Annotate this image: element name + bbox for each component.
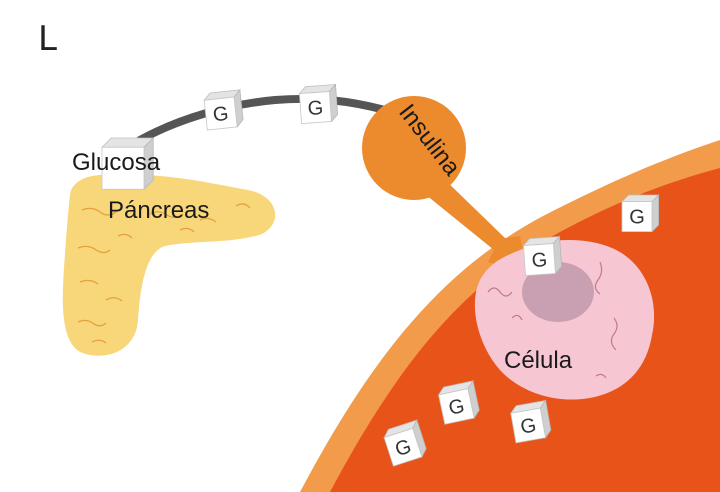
glucose-cube-pancreas [101,137,155,191]
cell-nucleus [522,262,594,322]
glucose-cube-cell-letter: G [531,249,548,272]
corner-mark: L [38,19,57,59]
glucose-cube-vessel-2-letter: G [447,395,467,420]
cell-organelles [487,261,618,379]
glucose-cube-vessel-4-letter: G [393,435,415,461]
glucose-cube-vessel-1: G [621,194,660,233]
glucose-cube-vessel-1-letter: G [629,207,645,229]
glucose-cube-vessel-4: G [383,419,427,467]
label-glucosa: Glucosa [72,149,161,176]
glucose-cube-vessel-3: G [509,399,552,444]
glucose-cubes: G G G G G G G [101,83,660,467]
label-celula: Célula [504,347,573,374]
glucose-cube-cell: G [522,235,563,277]
glucose-cube-vessel-2: G [437,379,480,425]
insulin-molecule [362,96,466,200]
glucose-cube-arc-2: G [298,83,339,125]
insulin-pointer [420,175,528,275]
label-pancreas: Páncreas [108,197,209,224]
glucose-arc [136,94,396,144]
pancreas-texture [77,203,251,344]
pancreas [62,174,276,356]
glucose-cube-arc-2-letter: G [307,97,324,120]
glucose-cube-arc-1: G [203,88,244,131]
glucose-cube-vessel-3-letter: G [519,414,538,438]
glucose-cube-arc-1-letter: G [212,103,230,127]
